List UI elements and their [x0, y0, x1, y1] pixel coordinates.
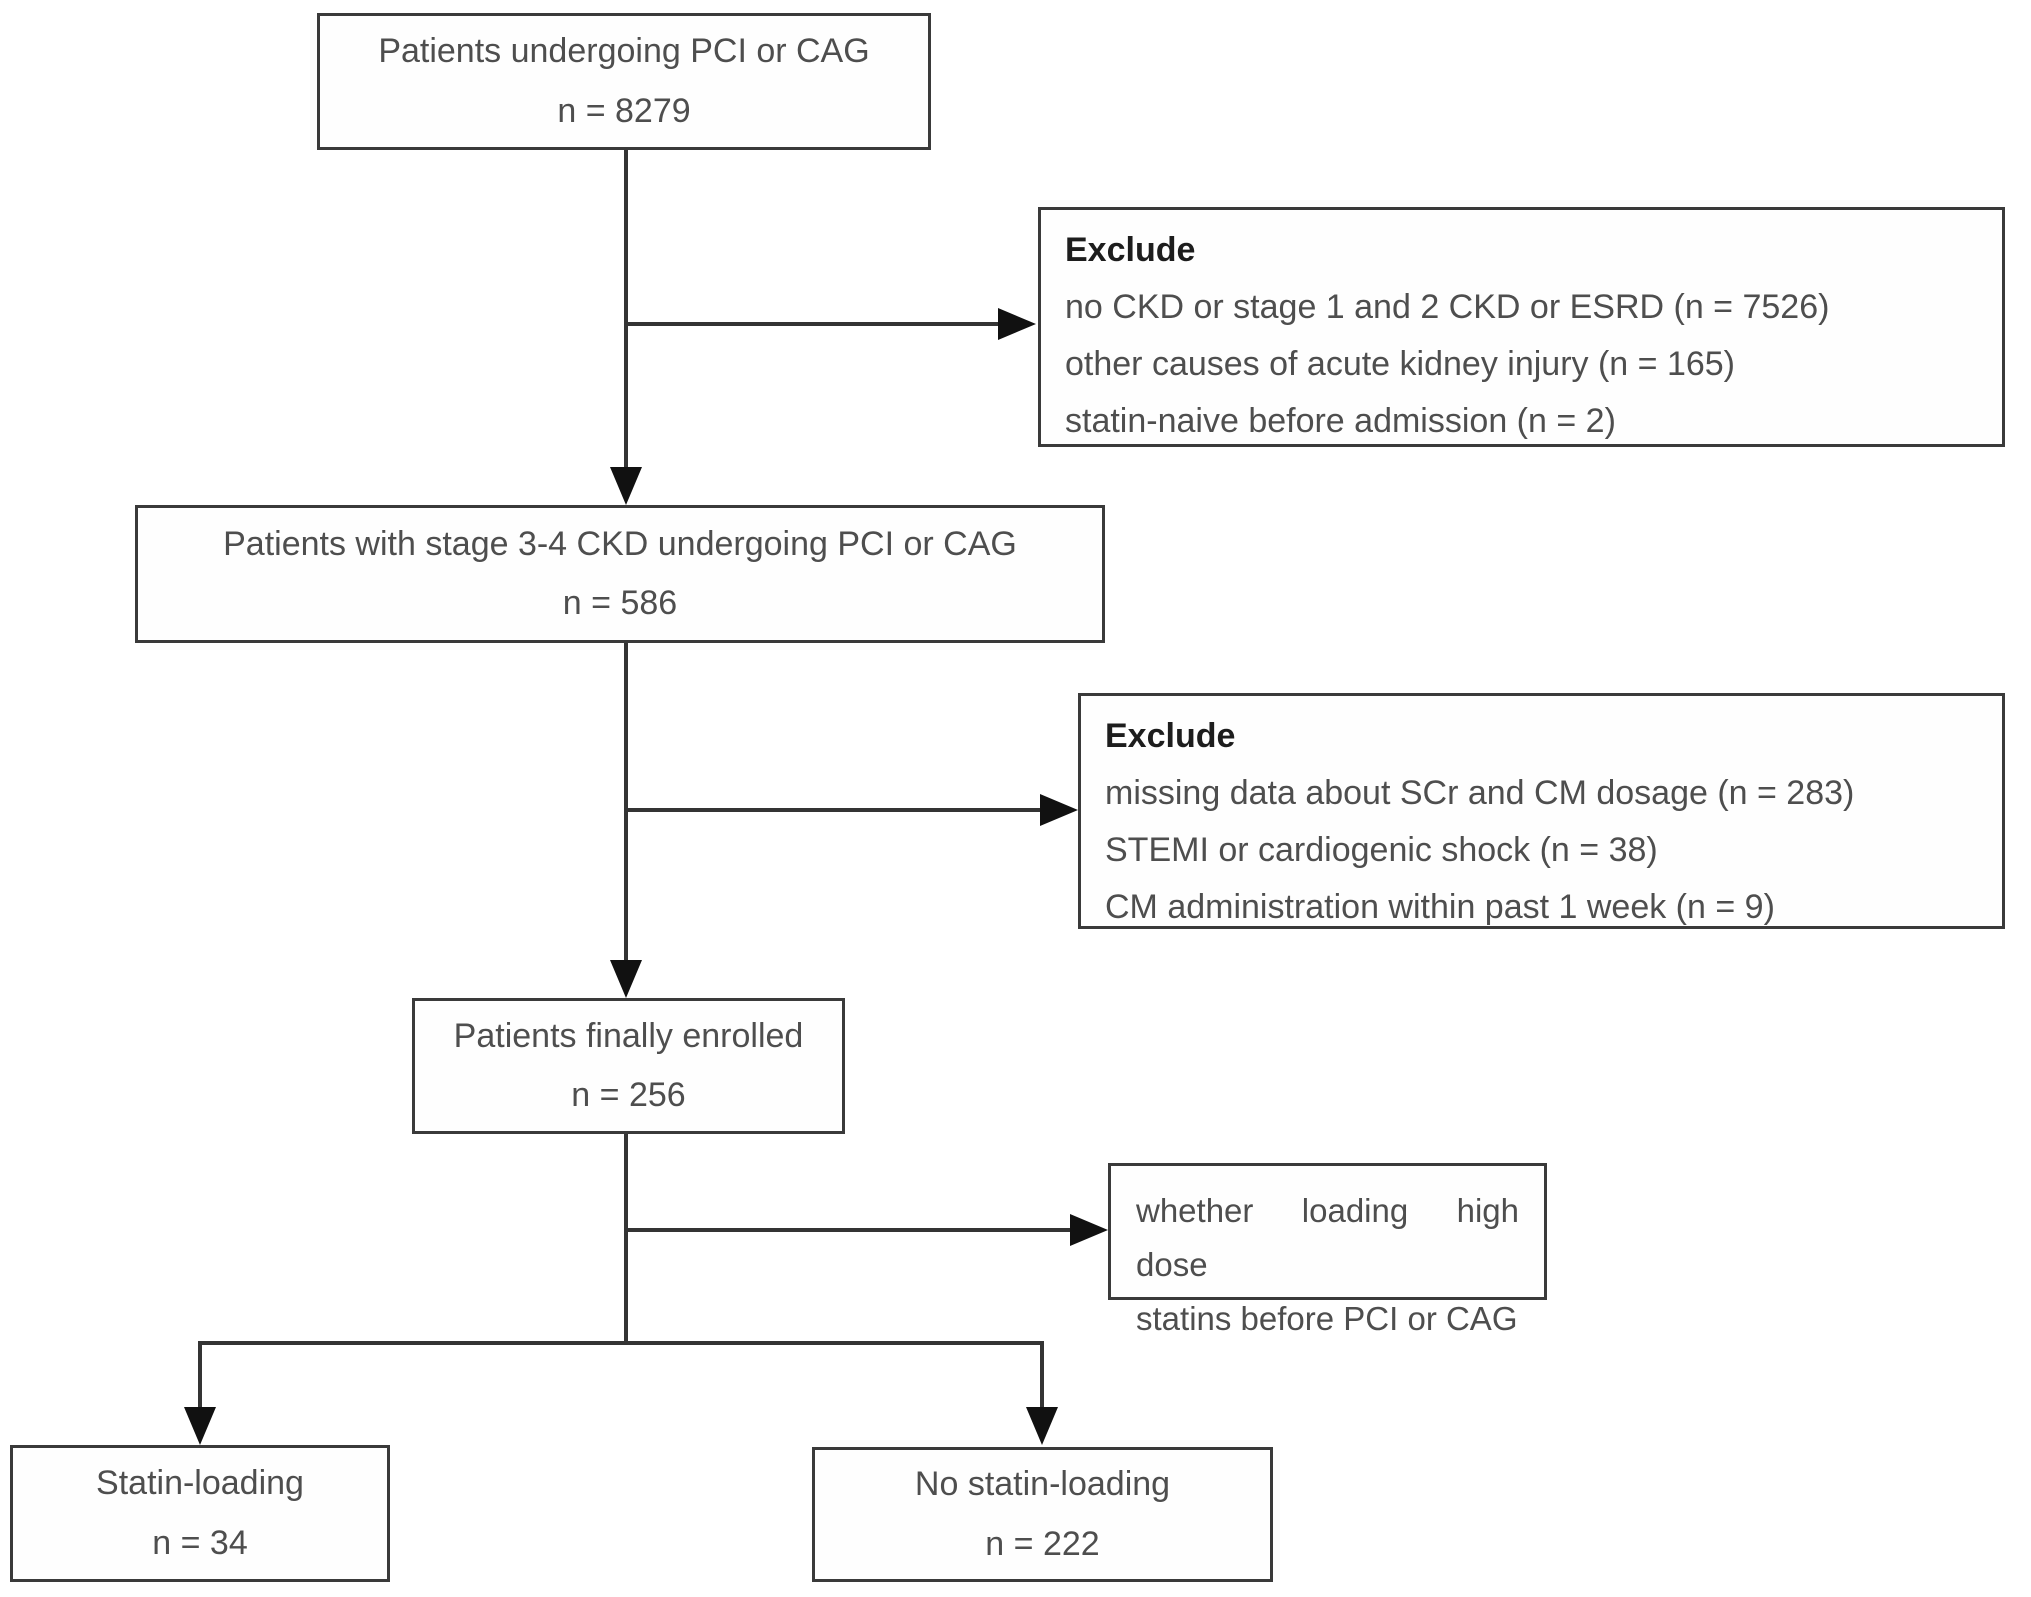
arrowhead-into-ckd	[610, 467, 642, 505]
node-stage34-ckd: Patients with stage 3-4 CKD undergoing P…	[135, 505, 1105, 643]
node-label: Patients undergoing PCI or CAG	[378, 32, 870, 71]
exclude-item: statin-naive before admission (n = 2)	[1065, 402, 1616, 440]
node-label: No statin-loading	[914, 1465, 1171, 1504]
exclude-item: missing data about SCr and CM dosage (n …	[1105, 774, 1855, 812]
node-count: n = 8279	[557, 91, 691, 130]
arrowhead-into-no-statin	[1026, 1407, 1058, 1445]
node-exclude-2: Exclude missing data about SCr and CM do…	[1078, 693, 2005, 929]
node-count: n = 222	[985, 1524, 1100, 1563]
node-statin-decision: whether loading high dose statins before…	[1108, 1163, 1547, 1337]
arrowhead-into-statin	[184, 1407, 216, 1445]
arrowhead-into-exclude2	[1040, 794, 1078, 826]
node-label: Patients with stage 3-4 CKD undergoing P…	[223, 524, 1017, 563]
node-count: n = 586	[562, 584, 678, 622]
node-exclude-1: Exclude no CKD or stage 1 and 2 CKD or E…	[1038, 207, 2005, 447]
node-label: Statin-loading	[96, 1464, 304, 1503]
decision-line-1: whether loading high dose	[1136, 1192, 1519, 1283]
arrowhead-into-decision	[1070, 1214, 1108, 1246]
exclude-item: other causes of acute kidney injury (n =…	[1065, 345, 1735, 383]
node-patients-undergoing: Patients undergoing PCI or CAG n = 8279	[317, 13, 931, 150]
decision-line-2: statins before PCI or CAG	[1136, 1300, 1518, 1337]
node-label: Patients finally enrolled	[453, 1016, 804, 1055]
node-finally-enrolled: Patients finally enrolled n = 256	[412, 998, 845, 1134]
node-statin-loading: Statin-loading n = 34	[10, 1445, 390, 1582]
node-no-statin-loading: No statin-loading n = 222	[812, 1447, 1273, 1582]
exclude-item: no CKD or stage 1 and 2 CKD or ESRD (n =…	[1065, 288, 1830, 326]
node-count: n = 34	[152, 1523, 248, 1562]
exclude-title: Exclude	[1105, 717, 1236, 755]
arrowhead-into-exclude1	[998, 308, 1036, 340]
exclude-item: CM administration within past 1 week (n …	[1105, 888, 1775, 926]
exclude-item: STEMI or cardiogenic shock (n = 38)	[1105, 831, 1658, 869]
exclude-title: Exclude	[1065, 231, 1196, 269]
arrowhead-into-enrolled	[610, 960, 642, 998]
node-count: n = 256	[571, 1076, 686, 1114]
